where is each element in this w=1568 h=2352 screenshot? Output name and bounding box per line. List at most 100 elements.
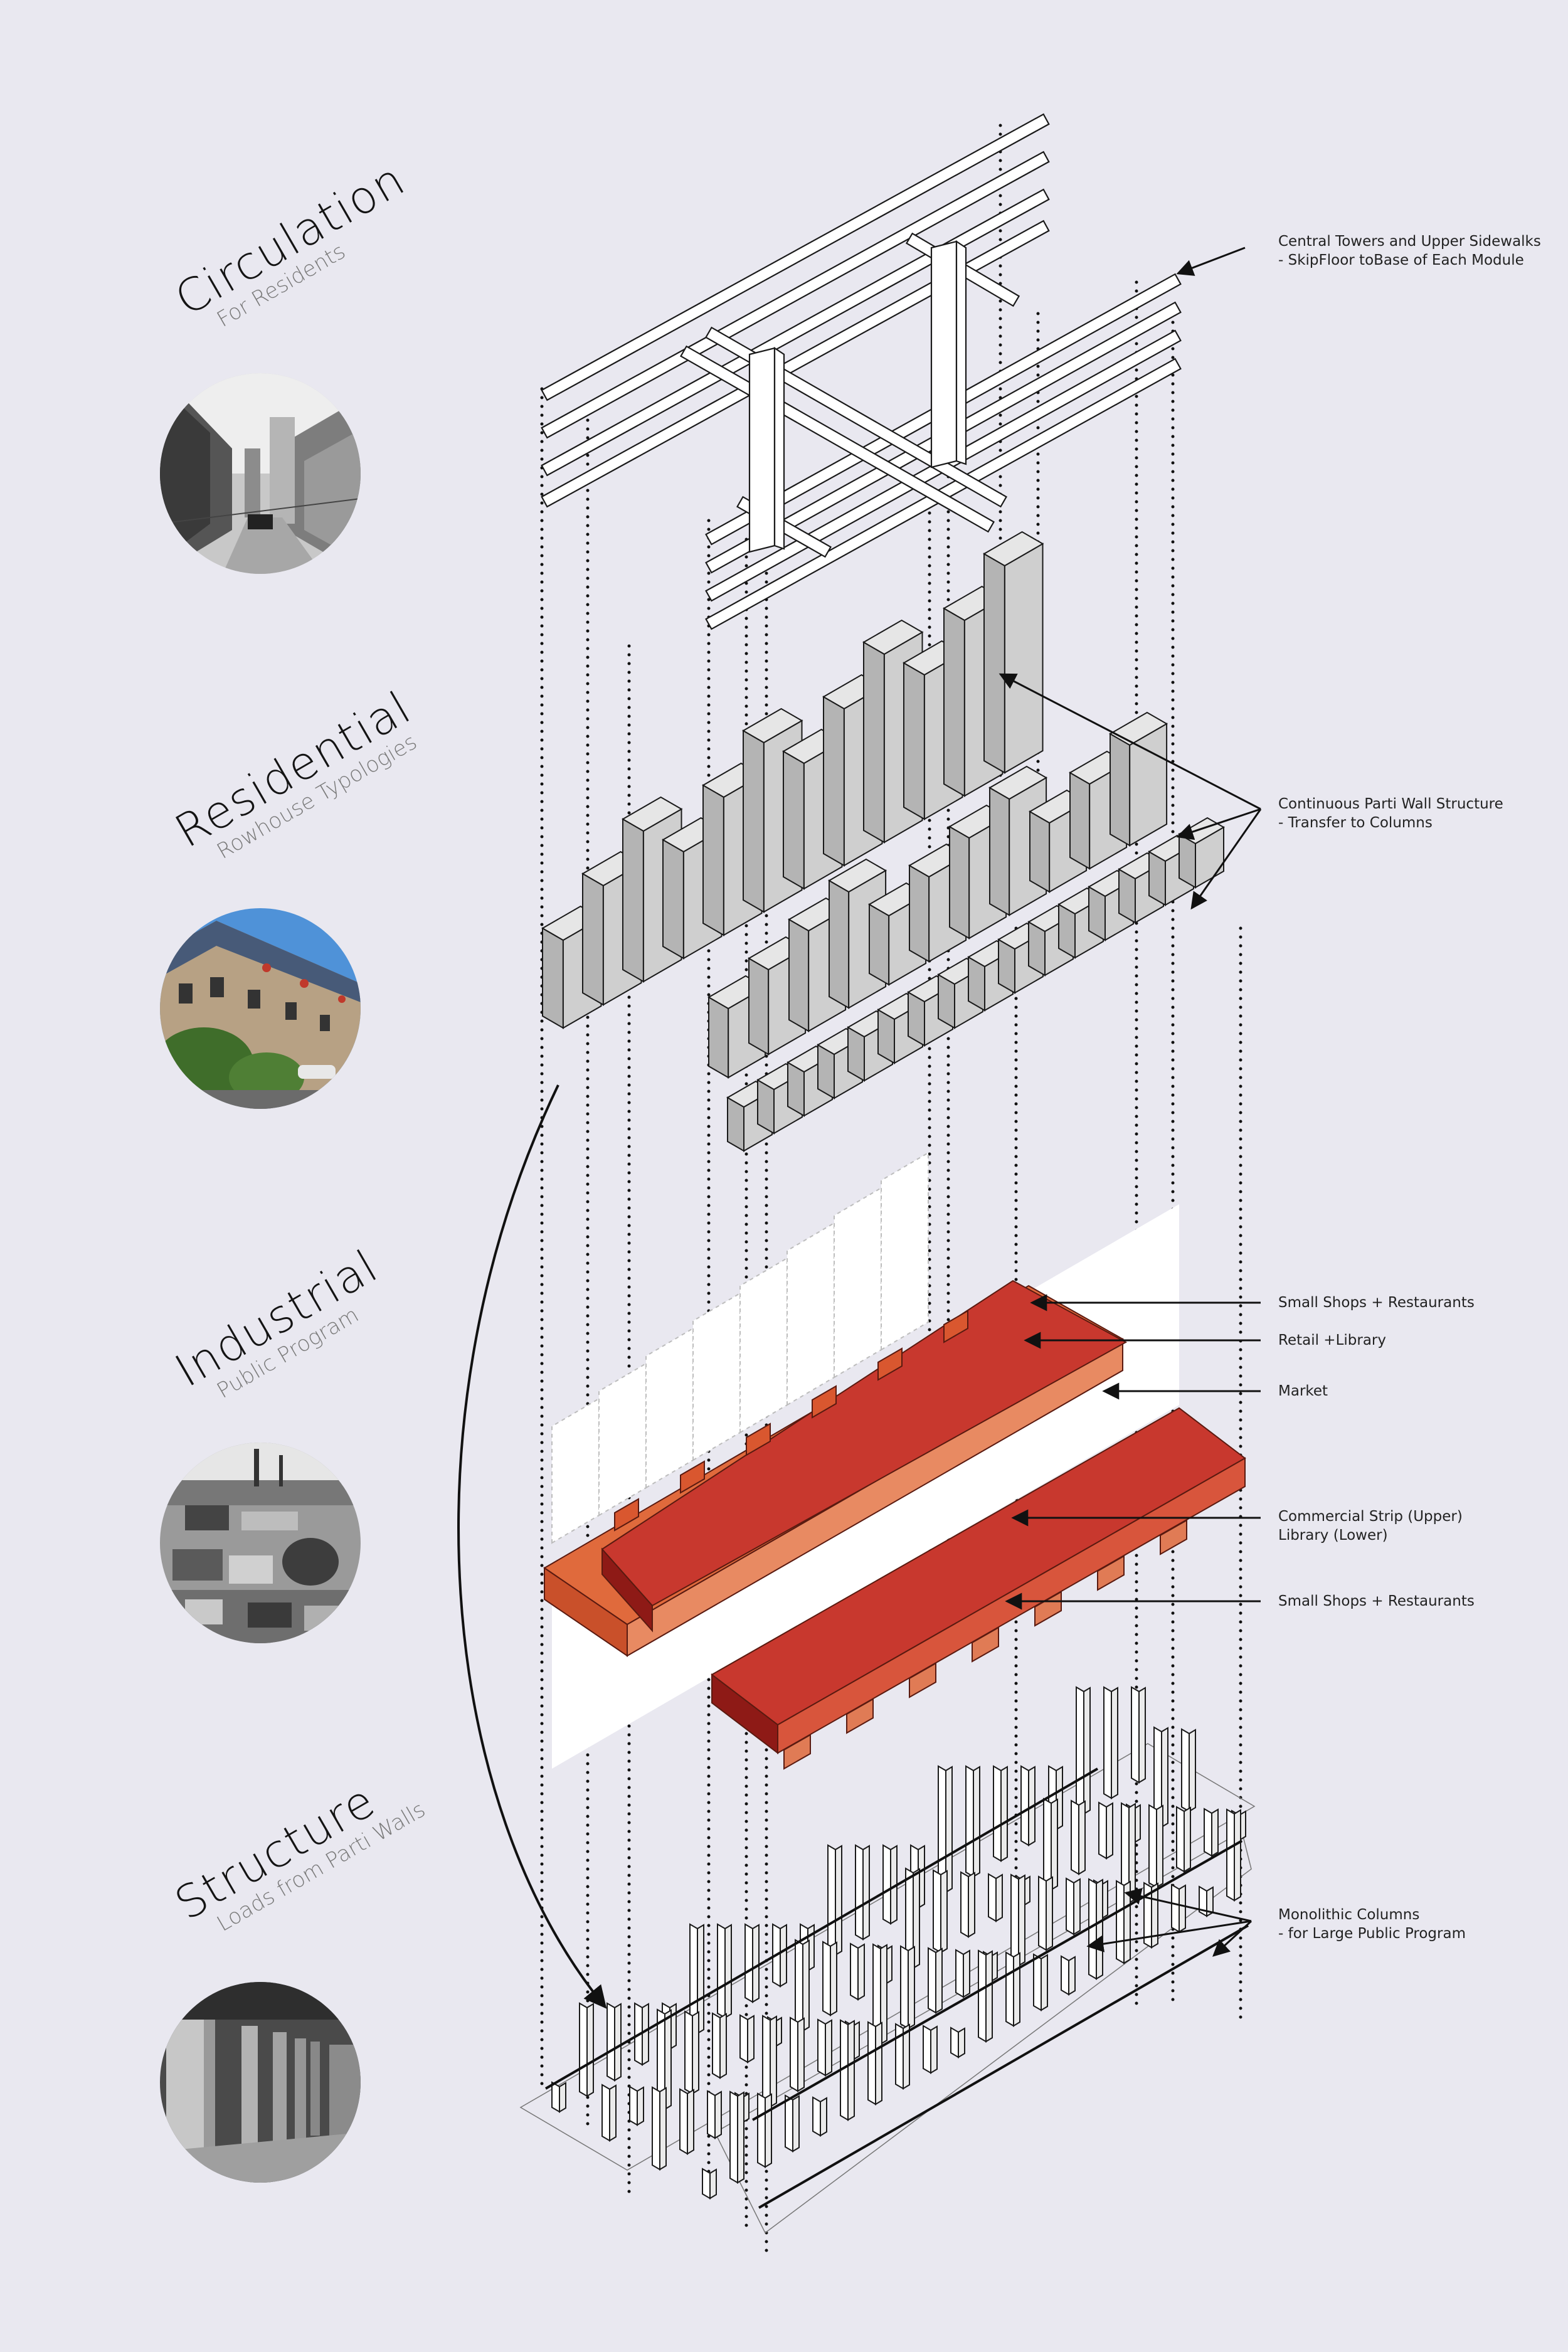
column	[710, 2169, 716, 2198]
column	[813, 2097, 820, 2136]
column	[850, 1944, 858, 2000]
annotation-line-1: Small Shops + Restaurants	[1278, 1295, 1475, 1311]
column	[1061, 1956, 1069, 1994]
column	[823, 1942, 830, 2015]
rowhouse-module-side	[944, 608, 965, 796]
column	[1046, 1877, 1052, 1950]
column	[883, 1845, 891, 1924]
annotation-central-towers: Central Towers and Upper Sidewalks - Ski…	[1278, 232, 1541, 270]
column	[856, 1845, 863, 1939]
ghost-block	[740, 1258, 787, 1433]
rowhouse-module-side	[749, 958, 768, 1054]
column	[702, 2169, 710, 2198]
column	[785, 2095, 793, 2151]
column	[1066, 1878, 1074, 1934]
column	[720, 2014, 726, 2078]
annotation-monolithic-columns: Monolithic Columns - for Large Public Pr…	[1278, 1905, 1466, 1943]
column	[923, 2026, 931, 2073]
central-tower	[931, 241, 956, 467]
column	[956, 1950, 963, 1997]
column	[1044, 1799, 1051, 1890]
annotation-small-shops-lower: Small Shops + Restaurants	[1278, 1592, 1475, 1611]
annotation-retail-library: Retail +Library	[1278, 1331, 1386, 1350]
column	[1182, 1729, 1189, 1811]
annotation-commercial-strip: Commercial Strip (Upper) Library (Lower)	[1278, 1507, 1463, 1545]
column	[1177, 1807, 1184, 1872]
rowhouse-module-side	[864, 642, 884, 842]
column	[1131, 1687, 1139, 1783]
column	[770, 2016, 776, 2107]
column	[825, 2020, 832, 2075]
column	[1116, 1881, 1124, 1963]
column	[1227, 1809, 1234, 1900]
annotation-line-2: Library (Lower)	[1278, 1527, 1388, 1544]
column	[765, 2094, 771, 2167]
circulation-layer	[542, 114, 1181, 629]
column	[1204, 1809, 1212, 1856]
annotation-line-2: - SkipFloor toBase of Each Module	[1278, 252, 1524, 268]
column	[730, 2092, 738, 2183]
rowhouse-module-side	[743, 731, 764, 912]
column	[963, 1951, 970, 1997]
annotation-line-2: - Transfer to Columns	[1278, 815, 1433, 831]
column	[1079, 1801, 1085, 1874]
rowhouse-module-side	[703, 785, 724, 935]
column	[615, 2004, 621, 2080]
structure-layer	[521, 1687, 1254, 2233]
column	[602, 2085, 610, 2141]
column	[1041, 1955, 1047, 2010]
column	[908, 1947, 914, 2028]
residential-layer	[543, 532, 1224, 1151]
column	[660, 2088, 666, 2169]
annotation-leaders	[1000, 248, 1261, 1956]
annotation-line-1: Commercial Strip (Upper)	[1278, 1508, 1463, 1525]
annotation-line-1: Central Towers and Upper Sidewalks	[1278, 233, 1541, 250]
annotation-parti-wall: Continuous Parti Wall Structure - Transf…	[1278, 795, 1503, 832]
column	[858, 1944, 864, 2000]
annotation-line-1: Market	[1278, 1383, 1328, 1399]
column	[848, 2021, 854, 2120]
rowhouse-module-side	[909, 866, 929, 961]
column	[936, 1949, 942, 2013]
rowhouse-module-front	[1005, 544, 1043, 773]
annotation-line-1: Small Shops + Restaurants	[1278, 1593, 1475, 1609]
column	[1096, 1880, 1103, 1979]
annotation-line-2: - for Large Public Program	[1278, 1926, 1466, 1942]
column	[725, 1925, 731, 2018]
column	[552, 2082, 559, 2112]
column	[931, 2026, 937, 2073]
alley-photo-image	[160, 373, 361, 574]
column	[1034, 1954, 1041, 2010]
photo-rowhouses	[160, 908, 361, 1109]
column	[993, 1766, 1001, 1861]
column	[718, 1924, 725, 2018]
column	[1019, 1875, 1025, 1966]
ghost-block	[646, 1328, 693, 1488]
column	[1234, 1810, 1241, 1900]
rowhouse-module-side	[950, 827, 969, 938]
column	[820, 2098, 827, 2136]
column	[1074, 1879, 1080, 1934]
central-tower	[775, 348, 784, 549]
column	[798, 2018, 804, 2091]
column	[780, 1925, 787, 1986]
central-tower	[750, 348, 775, 552]
rowhouse-module-side	[623, 819, 644, 982]
column	[607, 2003, 615, 2080]
column	[1157, 1806, 1163, 1887]
column	[1149, 1805, 1157, 1887]
rowhouse-module-side	[904, 663, 924, 819]
column	[795, 1940, 803, 2031]
column	[968, 1873, 975, 1937]
photo-industrial-city	[160, 1443, 361, 1643]
column	[876, 2023, 882, 2104]
ghost-block	[787, 1223, 834, 1405]
column	[863, 1846, 869, 1939]
column	[793, 2096, 799, 2151]
column	[692, 2012, 699, 2094]
column	[1111, 1688, 1118, 1798]
rowhouse-module-side	[1070, 773, 1089, 869]
column	[758, 2094, 765, 2167]
column	[818, 2020, 825, 2075]
